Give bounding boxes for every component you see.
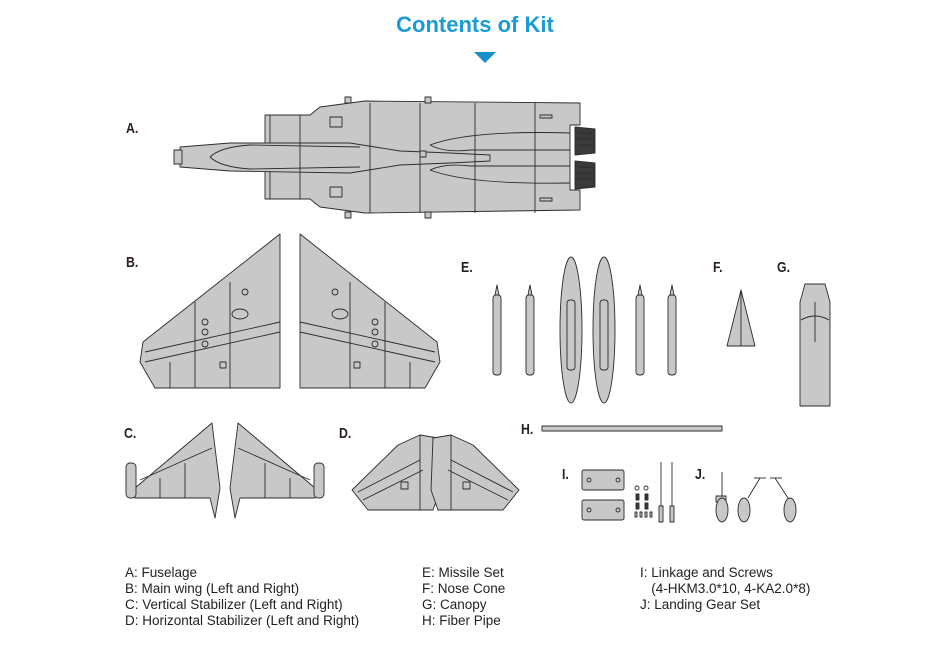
- down-triangle-icon: [474, 52, 496, 63]
- fuselage-image: [173, 96, 596, 219]
- main-wing-image: [139, 233, 441, 389]
- vertical-stabilizer-image: [125, 422, 325, 519]
- legend-column-1: A: Fuselage B: Main wing (Left and Right…: [125, 565, 359, 629]
- part-label-b: B.: [126, 254, 139, 271]
- legend-item-d: D: Horizontal Stabilizer (Left and Right…: [125, 613, 360, 628]
- part-label-c: C.: [124, 425, 137, 442]
- part-label-e: E.: [461, 259, 473, 276]
- legend-column-2: E: Missile Set F: Nose Cone G: Canopy H:…: [422, 565, 505, 629]
- legend-item-b: B: Main wing (Left and Right): [125, 581, 300, 596]
- part-label-a: A.: [126, 120, 139, 137]
- legend-item-g: G: Canopy: [422, 597, 487, 612]
- part-label-i: I.: [562, 466, 569, 483]
- legend-item-h: H: Fiber Pipe: [422, 613, 501, 628]
- legend-item-c: C: Vertical Stabilizer (Left and Right): [125, 597, 343, 612]
- linkage-and-screws-image: [581, 462, 675, 523]
- legend-column-3: I: Linkage and Screws (4-HKM3.0*10, 4-KA…: [640, 565, 810, 613]
- legend-item-i: I: Linkage and Screws: [640, 565, 773, 580]
- nose-cone-image: [726, 289, 756, 347]
- horizontal-stabilizer-image: [351, 434, 520, 511]
- legend-item-i-detail: (4-HKM3.0*10, 4-KA2.0*8): [640, 581, 811, 596]
- canopy-image: [799, 283, 831, 407]
- page-title: Contents of Kit: [396, 12, 554, 37]
- part-label-h: H.: [521, 421, 534, 438]
- landing-gear-image: [715, 472, 797, 523]
- legend-item-j: J: Landing Gear Set: [640, 597, 761, 612]
- part-label-f: F.: [713, 259, 723, 276]
- missile-set-image: [492, 256, 677, 404]
- legend-item-f: F: Nose Cone: [422, 581, 506, 596]
- part-label-g: G.: [777, 259, 790, 276]
- legend-item-e: E: Missile Set: [422, 565, 504, 580]
- part-label-j: J.: [695, 466, 706, 483]
- fiber-pipe-image: [541, 425, 723, 432]
- legend-item-a: A: Fuselage: [125, 565, 198, 580]
- part-label-d: D.: [339, 425, 352, 442]
